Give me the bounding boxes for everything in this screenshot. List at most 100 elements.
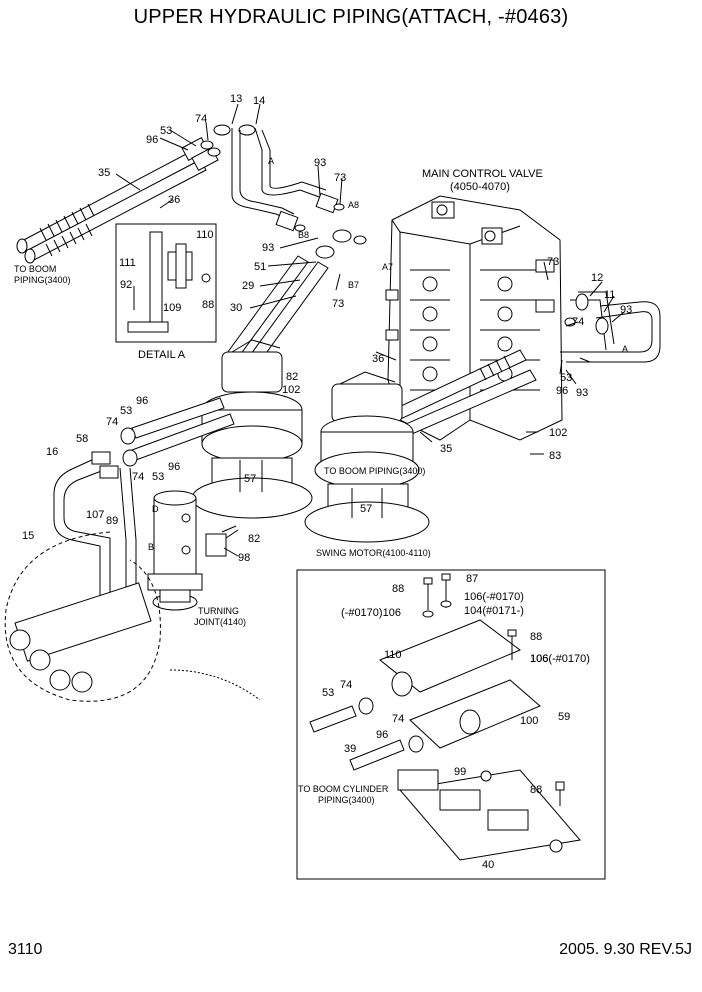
page-number: 3110 [8,941,43,958]
callout: 93 [620,304,632,316]
callout: 74 [572,316,584,328]
hose-assembly-upper-left [16,136,219,264]
port-marks: B8 A8 B7 A7 [298,200,393,290]
callout-104: 104(#0171-) [464,605,524,617]
to-boom-piping-center-label: TO BOOM PIPING(3400) [324,466,425,476]
callout: 51 [254,261,266,273]
callout: 36 [372,353,384,365]
pipe-13-14 [231,127,345,232]
callout: 73 [334,172,346,184]
to-boom-label-2: PIPING(3400) [14,275,71,285]
callout: 36 [168,194,180,206]
callout: 109 [163,302,181,314]
callout: 93 [576,387,588,399]
detail-a-box [115,223,217,343]
mcv-label: MAIN CONTROL VALVE [422,168,543,180]
callout: 73 [332,298,344,310]
callout: 88 [530,631,542,643]
callout: 16 [46,446,58,458]
turning-joint [147,490,237,611]
callout: 96 [168,461,180,473]
callout: 98 [238,552,250,564]
to-boom-cylinder-label-2: PIPING(3400) [318,795,375,805]
to-boom-cylinder-label-1: TO BOOM CYLINDER [298,784,389,794]
pipe-11-12 [560,291,661,363]
callout: 58 [76,433,88,445]
callout: 59 [558,711,570,723]
page-title: UPPER HYDRAULIC PIPING(ATTACH, -#0463) [133,6,569,28]
callout: 39 [344,743,356,755]
revision-date: 2005. 9.30 REV.5J [559,941,692,958]
callout: 96 [146,134,158,146]
to-boom-label-1: TO BOOM [14,264,56,274]
callout: 89 [106,515,118,527]
swing-motor-label: SWING MOTOR(4100-4110) [316,548,431,558]
callout: 88 [202,299,214,311]
callout: 96 [136,395,148,407]
callout: 74 [392,713,404,725]
joint-letter-d: D [152,504,159,514]
callout: 57 [360,503,372,515]
port-mark: A8 [348,200,359,210]
callout: 110 [196,229,214,241]
callout: 93 [314,157,326,169]
port-mark: A7 [382,262,393,272]
callout: 29 [242,280,254,292]
callout: 93 [262,242,274,254]
callout: 110 [384,649,402,661]
callout: 30 [230,302,242,314]
callout: 53 [120,405,132,417]
callout: 96 [556,385,568,397]
callout: 83 [549,450,561,462]
callout: 73 [547,256,559,268]
magnified-detail-circle [4,531,261,702]
detail-a-label: DETAIL A [138,349,186,361]
callout: 107 [86,509,104,521]
part-callouts: 13 14 74 53 96 35 36 93 73 110 111 92 10… [22,93,632,871]
port-mark: B8 [298,230,309,240]
callout: 82 [248,533,260,545]
callout: 96 [376,729,388,741]
callout: 14 [253,95,265,107]
callout: 82 [286,371,298,383]
inset-detail-box [296,569,606,880]
callout: 99 [454,766,466,778]
swing-motor-left [191,339,313,519]
callout: 92 [120,279,132,291]
callout: 13 [230,93,242,105]
port-letter-a-right: A [622,344,628,354]
port-letter-a: A [268,156,274,166]
callout: 74 [195,113,207,125]
port-mark: B7 [348,280,359,290]
turning-joint-label-1: TURNING [198,606,239,616]
callout: 100 [520,715,538,727]
callout: 35 [440,443,452,455]
callout: 106 [530,653,548,665]
callout: 12 [591,272,603,284]
callout: 35 [98,167,110,179]
joint-letter-b: B [148,542,154,552]
callout: 102 [282,384,300,396]
callout: 74 [340,679,352,691]
callout-106-a: (-#0170)106 [341,607,401,619]
swing-motor-right [304,371,430,543]
callout: 87 [466,573,478,585]
callout: 74 [132,471,144,483]
callout: 74 [106,416,118,428]
callout-106-c: 106(-#0170) [530,653,590,665]
callout: 88 [392,583,404,595]
callout: 40 [482,859,494,871]
callout: 11 [604,289,615,301]
callout: 15 [22,530,34,542]
pipe-15-16 [53,451,137,610]
hose-96-middle [120,397,235,467]
callout: 111 [119,257,136,269]
callout: 53 [322,687,334,699]
callout: 53 [152,471,164,483]
leader-lines [115,103,625,557]
callout: 53 [160,125,172,137]
inset-callouts-text: (-#0170)106 106(-#0170) 104(#0171-) 106(… [341,591,590,665]
callout: 88 [530,784,542,796]
callout-106-b: 106(-#0170) [464,591,524,603]
